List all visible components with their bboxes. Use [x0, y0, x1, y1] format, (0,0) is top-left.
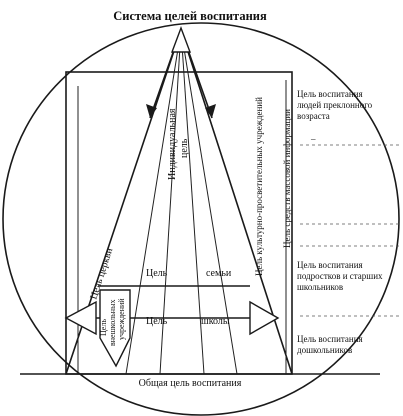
school-goal-label-2: школы: [201, 316, 230, 327]
media-goal-label: Цель средств массовой информации: [282, 109, 292, 248]
left-arrowhead: [64, 300, 97, 336]
extracurricular-label-1: Цель: [99, 319, 108, 336]
elderly-goal-line-1: Цель воспитания: [297, 89, 363, 99]
right-arrowhead: [249, 300, 280, 336]
extracurricular-shape: [99, 289, 131, 368]
preschool-goal-line-2: дошкольников: [297, 345, 352, 355]
dash-mark: –: [310, 134, 316, 144]
teens-goal-line-2: подростков и старших: [297, 271, 383, 281]
outer-circle: [2, 22, 400, 416]
extracurricular-label-2: внешкольных: [108, 300, 117, 346]
diagram-title: Система целей воспитания: [113, 9, 267, 23]
family-goal-label-2: семьи: [206, 268, 232, 279]
extracurricular-label-3: учреждений: [117, 298, 126, 340]
general-goal-label: Общая цель воспитания: [139, 378, 242, 389]
right-mid-arrowhead: [205, 104, 216, 118]
cultural-goal-label: Цель культурно-просветительных учреждени…: [254, 97, 264, 276]
individual-goal-label-1: Индивидуальная: [167, 108, 178, 180]
left-mid-arrowhead: [146, 104, 157, 118]
individual-goal-label-2: цель: [179, 138, 190, 158]
teens-goal-line-1: Цель воспитания: [297, 260, 363, 270]
top-arrowhead: [170, 26, 192, 53]
school-goal-label-1: Цель: [146, 316, 168, 327]
family-goal-label-1: Цель: [146, 268, 168, 279]
elderly-goal-line-2: людей преклонного: [297, 100, 373, 110]
preschool-goal-line-1: Цель воспитания: [297, 334, 363, 344]
elderly-goal-line-3: возраста: [297, 111, 330, 121]
teens-goal-line-3: школьников: [297, 282, 343, 292]
